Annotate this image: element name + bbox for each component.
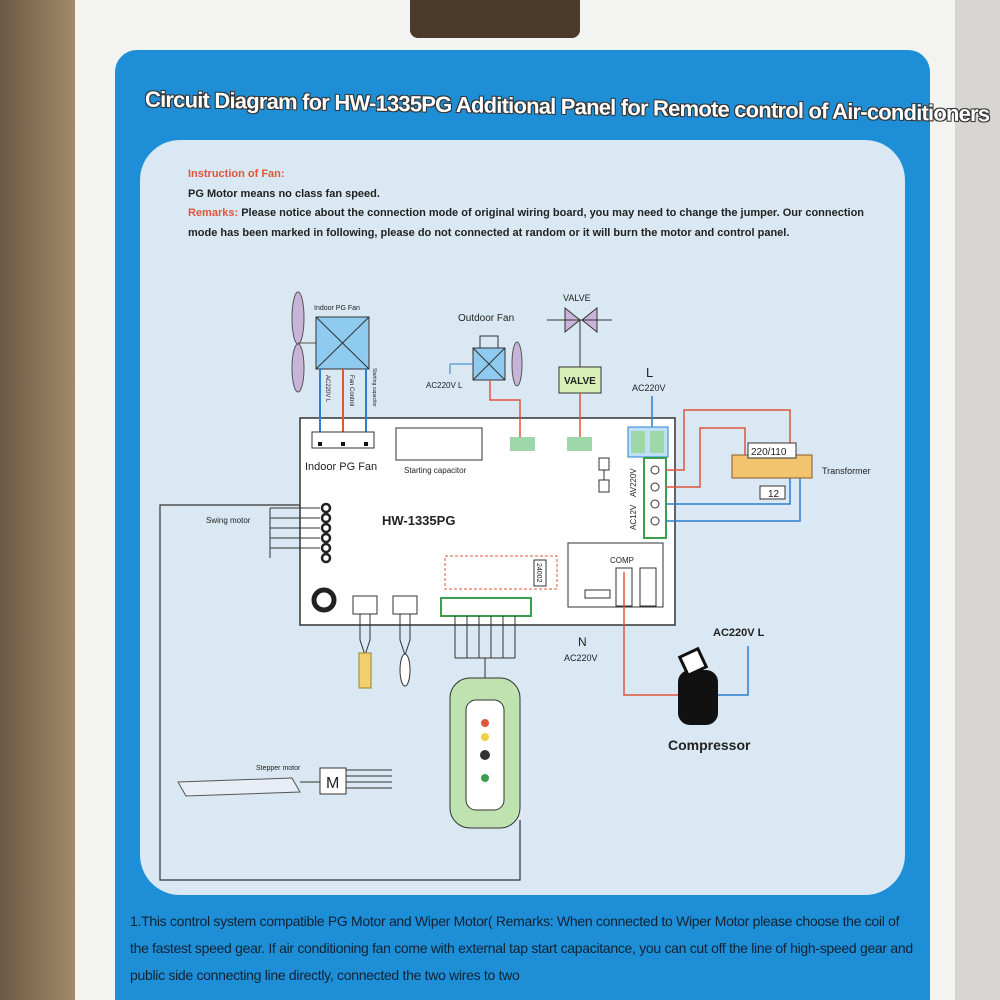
starting-capacitor-icon [395, 427, 483, 461]
valve-box-label: VALVE [564, 376, 596, 387]
compressor-label: Compressor [668, 737, 751, 753]
n-label: N [578, 635, 587, 649]
swing-motor-connector [320, 502, 332, 564]
outdoor-fan-connector [510, 437, 535, 451]
comp-label: COMP [610, 556, 634, 565]
indoor-fan-blade-icon [291, 343, 305, 393]
temperature-sensor-icon [358, 652, 372, 689]
led-green [481, 774, 489, 782]
stepper-motor-label: Stepper motor [256, 765, 301, 772]
led-yellow [481, 733, 489, 741]
sensor-connector [392, 595, 418, 615]
buzzer-icon [311, 587, 337, 613]
outdoor-fan-blade-icon [511, 341, 523, 387]
l-label: L [646, 365, 653, 380]
outdoor-fan-label: Outdoor Fan [458, 313, 514, 324]
box-handle-notch [410, 0, 580, 38]
valve-box [558, 366, 602, 394]
instructions: Instruction of Fan: PG Motor means no cl… [188, 165, 868, 243]
transformer-connector [643, 457, 667, 539]
valve-connector [567, 437, 592, 451]
fuse-icon [598, 457, 610, 471]
display-connector [440, 597, 532, 617]
chip-area [444, 555, 558, 590]
starting-capacitor-label: Starting capacitor [404, 466, 467, 475]
indoor-fan-top-label: Indoor PG Fan [314, 305, 360, 312]
sensor-connector [352, 595, 378, 615]
stepper-wire [159, 504, 521, 881]
compressor-ac-label: AC220V L [713, 627, 765, 639]
stepper-motor-m: M [326, 775, 339, 792]
wire-label-ac220vl: AC220V L [324, 375, 330, 403]
cardboard-edge [0, 0, 80, 1000]
transformer-input-label: 220/110 [751, 447, 787, 458]
indoor-fan-blade-icon [291, 291, 305, 345]
stepper-motor-icon [319, 767, 347, 795]
valve-top-label: VALVE [563, 293, 591, 303]
transformer-output-label: 12 [768, 489, 780, 500]
outdoor-ac-label: AC220V L [426, 381, 463, 390]
led-red [481, 719, 489, 727]
bottom-notes: 1.This control system compatible PG Moto… [130, 913, 913, 983]
board-model-label: HW-1335PG [382, 513, 455, 528]
ac12v-label: AC12V [629, 504, 638, 530]
wire-label-fan-control: Fan Control [348, 375, 354, 406]
remarks-label: Remarks: [188, 207, 239, 219]
fan-heading: Instruction of Fan: [188, 168, 285, 180]
compressor-icon [678, 670, 718, 725]
n-ac-label: AC220V [564, 653, 598, 663]
remarks-text: Please notice about the connection mode … [188, 207, 865, 239]
transformer-label: Transformer [822, 466, 871, 476]
led-receiver [480, 750, 490, 760]
fan-text: PG Motor means no class fan speed. [188, 187, 380, 200]
louver-icon [177, 777, 301, 797]
swing-motor-label: Swing motor [206, 516, 251, 525]
indoor-fan-connector-label: Indoor PG Fan [305, 461, 377, 473]
l-ac-label: AC220V [632, 383, 666, 393]
av220v-label: AV220V [629, 468, 638, 497]
pipe-sensor-icon [399, 653, 411, 687]
wire-label-starting: Starting capacitor [371, 368, 377, 407]
remarks: Remarks: Please notice about the connect… [188, 204, 868, 243]
chip-label: 24002 [535, 563, 542, 583]
